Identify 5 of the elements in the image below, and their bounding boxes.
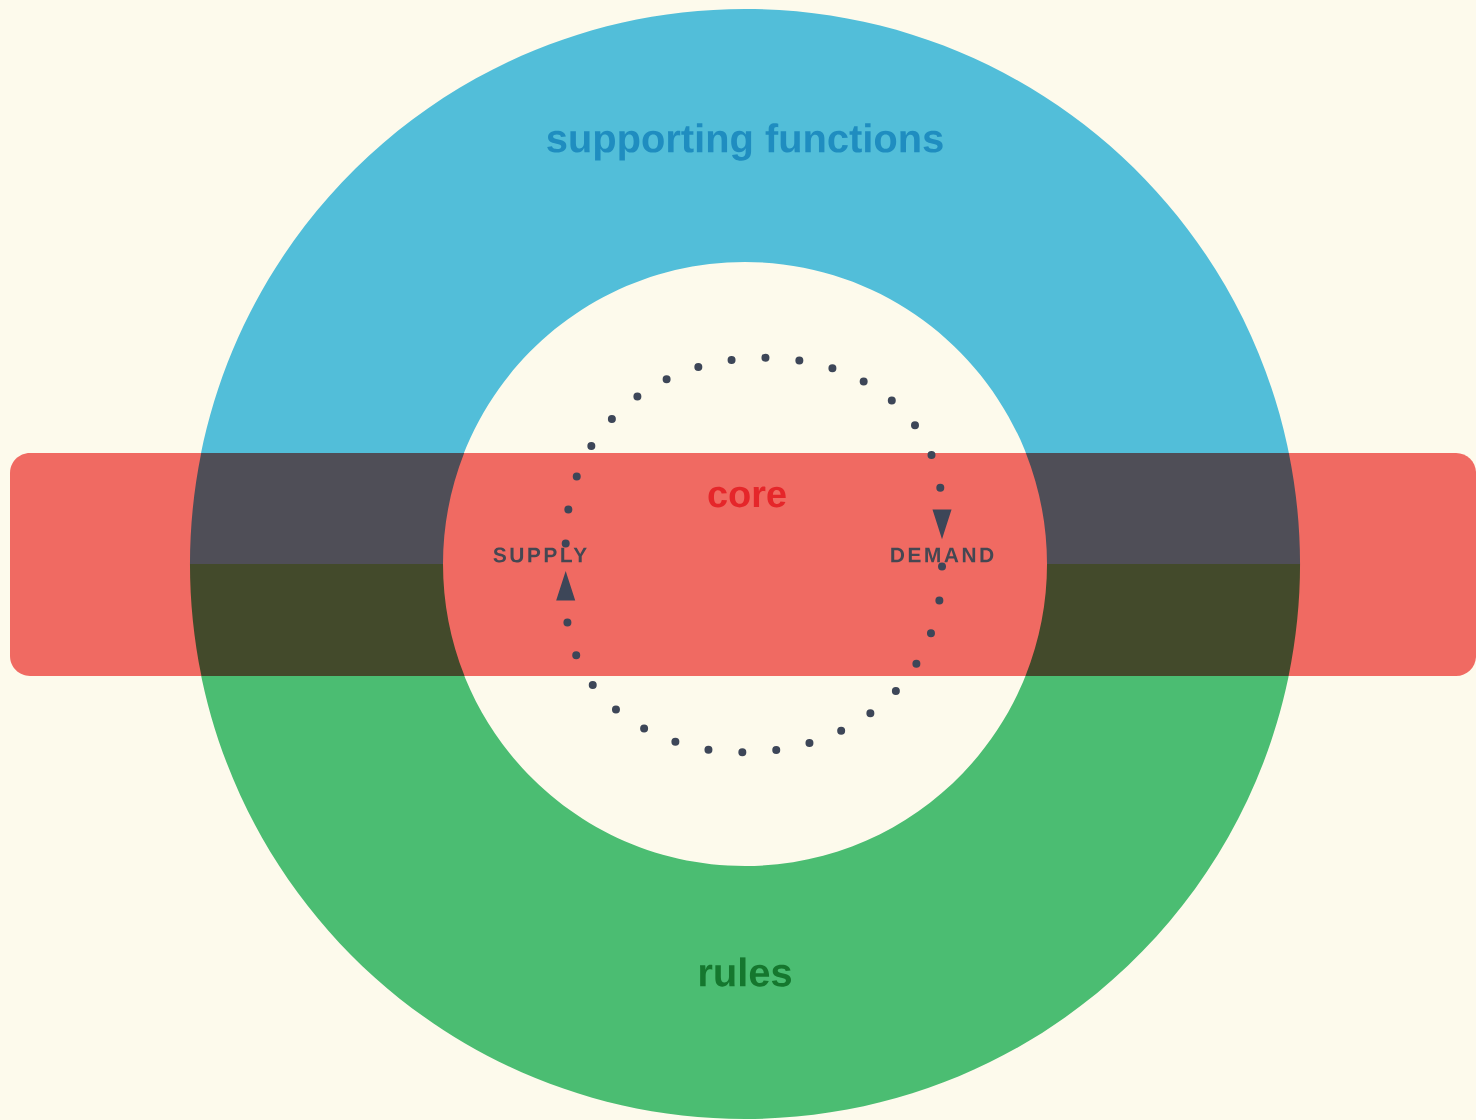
node-label: SUPPLY bbox=[493, 547, 587, 563]
node-label: DEMAND bbox=[891, 547, 994, 563]
cycle-arrow bbox=[556, 562, 946, 757]
cycle-arrow bbox=[561, 353, 952, 548]
ring-label: rules bbox=[700, 957, 791, 987]
